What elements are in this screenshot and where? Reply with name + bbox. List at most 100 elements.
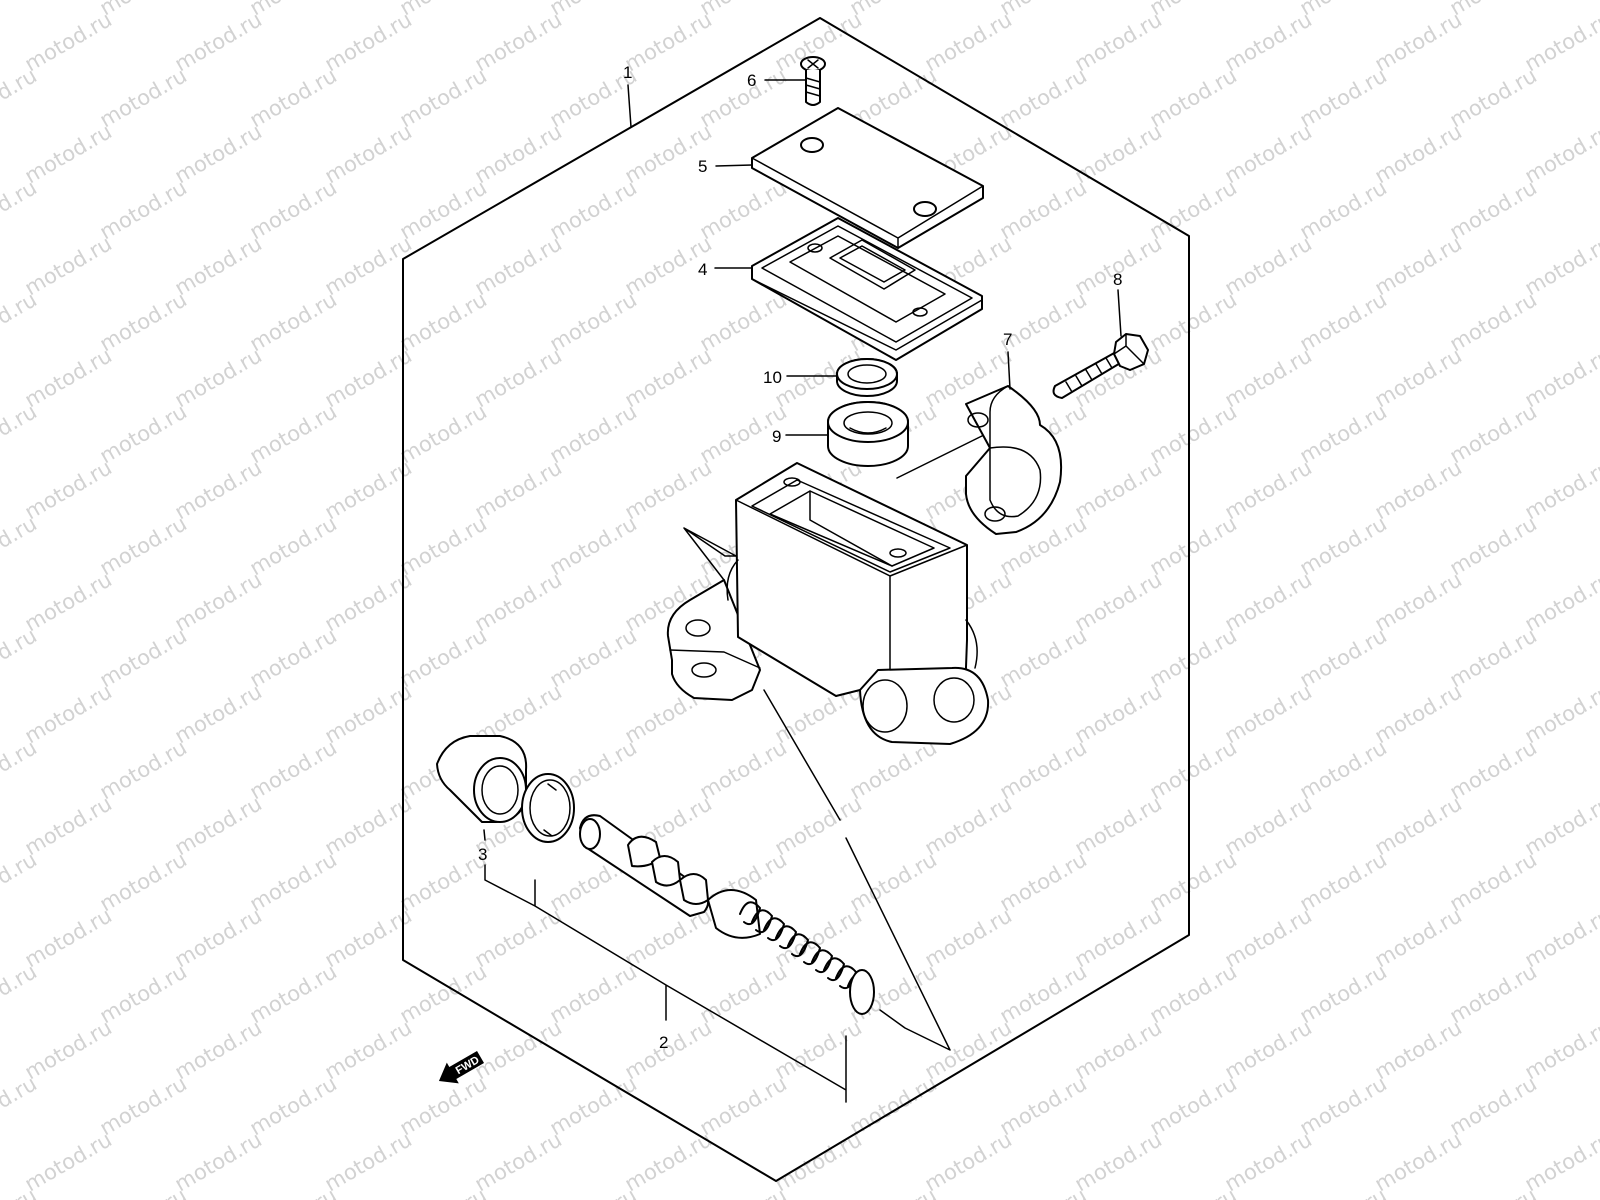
watermark-text: motod.ru bbox=[1071, 455, 1166, 524]
watermark-text: motod.ru bbox=[1446, 399, 1541, 468]
watermark-text: motod.ru bbox=[396, 1183, 491, 1200]
watermark-text: motod.ru bbox=[396, 287, 491, 356]
watermark-text: motod.ru bbox=[846, 735, 941, 804]
watermark-text: motod.ru bbox=[1146, 0, 1241, 20]
watermark-text: motod.ru bbox=[1521, 7, 1600, 76]
watermark-text: motod.ru bbox=[96, 287, 191, 356]
watermark-text: motod.ru bbox=[996, 0, 1091, 20]
watermark-text: motod.ru bbox=[546, 399, 641, 468]
watermark-text: motod.ru bbox=[96, 63, 191, 132]
watermark-text: motod.ru bbox=[1296, 1183, 1391, 1200]
watermark-text: motod.ru bbox=[0, 287, 41, 356]
watermark-text: motod.ru bbox=[246, 1071, 341, 1140]
watermark-text: motod.ru bbox=[171, 567, 266, 636]
callout-number-3: 3 bbox=[478, 845, 487, 864]
watermark-text: motod.ru bbox=[846, 1183, 941, 1200]
watermark-text: motod.ru bbox=[1146, 847, 1241, 916]
watermark-text: motod.ru bbox=[0, 399, 41, 468]
clamp-part-7 bbox=[965, 385, 1063, 535]
watermark-text: motod.ru bbox=[0, 0, 41, 20]
watermark-text: motod.ru bbox=[1521, 791, 1600, 860]
watermark-text: motod.ru bbox=[96, 735, 191, 804]
bolt-part-8 bbox=[1052, 333, 1149, 399]
watermark-text: motod.ru bbox=[321, 7, 416, 76]
watermark-text: motod.ru bbox=[696, 735, 791, 804]
watermark-text: motod.ru bbox=[1446, 735, 1541, 804]
watermark-text: motod.ru bbox=[1071, 679, 1166, 748]
watermark-text: motod.ru bbox=[246, 1183, 341, 1200]
watermark-text: motod.ru bbox=[1146, 1183, 1241, 1200]
watermark-text: motod.ru bbox=[996, 63, 1091, 132]
watermark-text: motod.ru bbox=[1446, 0, 1541, 20]
watermark-text: motod.ru bbox=[1371, 455, 1466, 524]
watermark-text: motod.ru bbox=[1296, 399, 1391, 468]
watermark-text: motod.ru bbox=[246, 399, 341, 468]
watermark-text: motod.ru bbox=[0, 847, 41, 916]
watermark-text: motod.ru bbox=[1446, 1071, 1541, 1140]
watermark-text: motod.ru bbox=[321, 119, 416, 188]
watermark-text: motod.ru bbox=[171, 119, 266, 188]
reservoir-cap-part-5 bbox=[751, 107, 984, 249]
watermark-text: motod.ru bbox=[21, 231, 116, 300]
callout-number-4: 4 bbox=[698, 260, 707, 279]
watermark-text: motod.ru bbox=[96, 399, 191, 468]
watermark-text: motod.ru bbox=[0, 175, 41, 244]
watermark-text: motod.ru bbox=[171, 679, 266, 748]
watermark-text: motod.ru bbox=[1521, 679, 1600, 748]
watermark-text: motod.ru bbox=[1071, 7, 1166, 76]
screw-part-6 bbox=[800, 56, 826, 106]
watermark-text: motod.ru bbox=[546, 623, 641, 692]
watermark-text: motod.ru bbox=[696, 1071, 791, 1140]
callout-number-9: 9 bbox=[772, 427, 781, 446]
watermark-text: motod.ru bbox=[1296, 735, 1391, 804]
watermark-text: motod.ru bbox=[696, 1183, 791, 1200]
watermark-text: motod.ru bbox=[1146, 1071, 1241, 1140]
watermark-text: motod.ru bbox=[171, 7, 266, 76]
watermark-text: motod.ru bbox=[1371, 231, 1466, 300]
callout-number-8: 8 bbox=[1113, 270, 1122, 289]
watermark-text: motod.ru bbox=[471, 343, 566, 412]
watermark-text: motod.ru bbox=[471, 1015, 566, 1084]
callout-number-10: 10 bbox=[763, 368, 782, 387]
watermark-text: motod.ru bbox=[696, 63, 791, 132]
watermark-text: motod.ru bbox=[546, 1183, 641, 1200]
watermark-text: motod.ru bbox=[546, 287, 641, 356]
watermark-text: motod.ru bbox=[0, 623, 41, 692]
watermark-text: motod.ru bbox=[96, 511, 191, 580]
watermark-text: motod.ru bbox=[1146, 63, 1241, 132]
watermark-text: motod.ru bbox=[246, 847, 341, 916]
watermark-text: motod.ru bbox=[546, 511, 641, 580]
watermark-text: motod.ru bbox=[246, 63, 341, 132]
watermark-text: motod.ru bbox=[996, 1183, 1091, 1200]
watermark-text: motod.ru bbox=[921, 7, 1016, 76]
watermark-text: motod.ru bbox=[1446, 175, 1541, 244]
watermark-text: motod.ru bbox=[1296, 959, 1391, 1028]
watermark-text: motod.ru bbox=[1071, 1015, 1166, 1084]
watermark-text: motod.ru bbox=[171, 455, 266, 524]
watermark-text: motod.ru bbox=[246, 511, 341, 580]
watermark-text: motod.ru bbox=[1146, 399, 1241, 468]
watermark-text: motod.ru bbox=[321, 791, 416, 860]
watermark-text: motod.ru bbox=[1221, 1015, 1316, 1084]
watermark-text: motod.ru bbox=[21, 7, 116, 76]
watermark-text: motod.ru bbox=[21, 343, 116, 412]
watermark-text: motod.ru bbox=[1146, 287, 1241, 356]
watermark-text: motod.ru bbox=[471, 231, 566, 300]
watermark-text: motod.ru bbox=[1521, 1127, 1600, 1196]
watermark-text: motod.ru bbox=[396, 175, 491, 244]
watermark-text: motod.ru bbox=[321, 679, 416, 748]
watermark-text: motod.ru bbox=[1221, 119, 1316, 188]
watermark-text: motod.ru bbox=[1146, 959, 1241, 1028]
watermark-text: motod.ru bbox=[246, 735, 341, 804]
return-spring bbox=[739, 901, 875, 1015]
watermark-text: motod.ru bbox=[1221, 567, 1316, 636]
watermark-text: motod.ru bbox=[1146, 175, 1241, 244]
watermark-text: motod.ru bbox=[96, 959, 191, 1028]
callout-number-2: 2 bbox=[659, 1033, 668, 1052]
watermark-text: motod.ru bbox=[546, 175, 641, 244]
watermark-text: motod.ru bbox=[1296, 175, 1391, 244]
watermark-text: motod.ru bbox=[1221, 679, 1316, 748]
watermark-text: motod.ru bbox=[396, 511, 491, 580]
watermark-text: motod.ru bbox=[0, 511, 41, 580]
